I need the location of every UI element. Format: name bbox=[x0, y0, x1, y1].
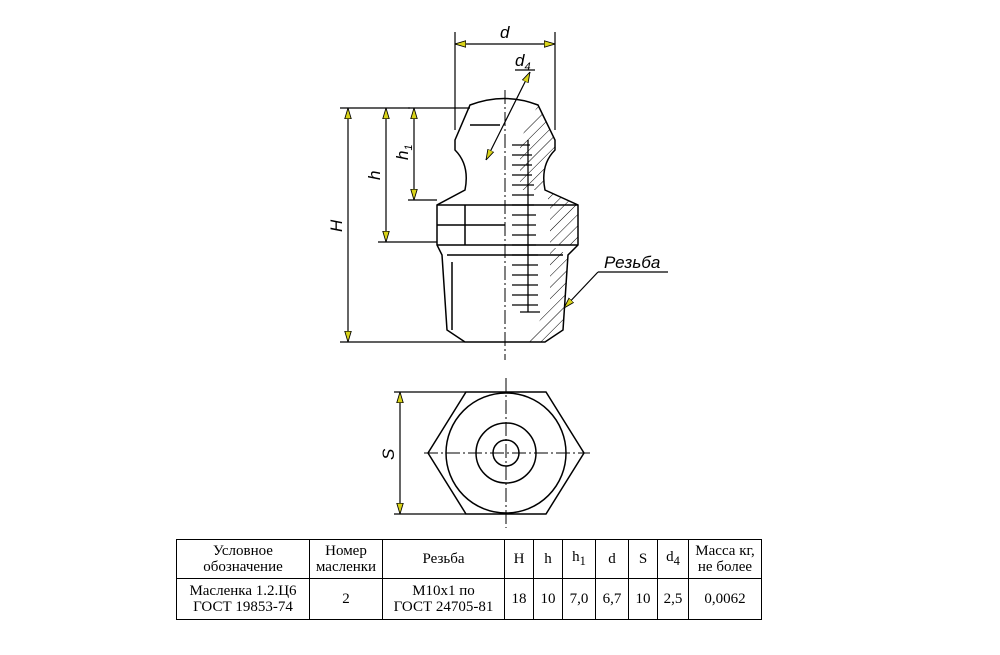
header-number-line2: масленки bbox=[315, 559, 377, 575]
header-designation-line1: Условное bbox=[213, 543, 273, 559]
cell-designation-line2: ГОСТ 19853-74 bbox=[193, 599, 293, 615]
dim-S bbox=[394, 391, 466, 515]
label-thread: Резьба bbox=[604, 253, 660, 272]
cell-designation: Масленка 1.2.Ц6 ГОСТ 19853-74 bbox=[176, 578, 310, 620]
cell-h1: 7,0 bbox=[562, 578, 596, 620]
label-d4: d4 bbox=[515, 51, 531, 73]
dim-H bbox=[340, 107, 465, 343]
label-S: S bbox=[379, 448, 398, 460]
spring bbox=[512, 140, 540, 313]
cell-H: 18 bbox=[504, 578, 534, 620]
label-H: H bbox=[327, 219, 346, 232]
table-row: Масленка 1.2.Ц6 ГОСТ 19853-74 2 М10х1 по… bbox=[176, 578, 762, 620]
label-h1: h1 bbox=[393, 144, 415, 160]
table-header-row: Условное обозначение Номер масленки Резь… bbox=[176, 539, 762, 579]
header-number-line1: Номер bbox=[325, 543, 367, 559]
header-d4: d4 bbox=[657, 539, 689, 579]
header-mass: Масса кг, не более bbox=[688, 539, 762, 579]
header-number: Номер масленки bbox=[309, 539, 383, 579]
header-designation-line2: обозначение bbox=[203, 559, 283, 575]
header-designation: Условное обозначение bbox=[176, 539, 310, 579]
header-S: S bbox=[628, 539, 658, 579]
header-h1: h1 bbox=[562, 539, 596, 579]
top-view bbox=[424, 378, 590, 528]
side-view bbox=[436, 90, 579, 360]
cell-h: 10 bbox=[533, 578, 563, 620]
header-thread: Резьба bbox=[382, 539, 505, 579]
cell-number: 2 bbox=[309, 578, 383, 620]
spec-table: Условное обозначение Номер масленки Резь… bbox=[176, 539, 762, 620]
dim-h bbox=[378, 107, 437, 243]
header-h: h bbox=[533, 539, 563, 579]
cell-d: 6,7 bbox=[595, 578, 629, 620]
cell-thread-line1: М10х1 по bbox=[412, 583, 475, 599]
header-d: d bbox=[595, 539, 629, 579]
dim-d4 bbox=[486, 69, 535, 160]
header-mass-line1: Масса кг, bbox=[695, 543, 755, 559]
header-mass-line2: не более bbox=[697, 559, 753, 575]
thread-leader bbox=[564, 271, 668, 308]
header-H: H bbox=[504, 539, 534, 579]
cell-thread: М10х1 по ГОСТ 24705-81 bbox=[382, 578, 505, 620]
dim-h1 bbox=[408, 107, 470, 201]
cell-S: 10 bbox=[628, 578, 658, 620]
label-h: h bbox=[365, 171, 384, 180]
dim-d bbox=[454, 32, 556, 130]
technical-drawing: d d4 h1 h H Резьба bbox=[327, 23, 668, 528]
cell-d4: 2,5 bbox=[657, 578, 689, 620]
cell-thread-line2: ГОСТ 24705-81 bbox=[393, 599, 494, 615]
cell-mass: 0,0062 bbox=[688, 578, 762, 620]
cell-designation-line1: Масленка 1.2.Ц6 bbox=[189, 583, 297, 599]
label-d: d bbox=[500, 23, 510, 42]
